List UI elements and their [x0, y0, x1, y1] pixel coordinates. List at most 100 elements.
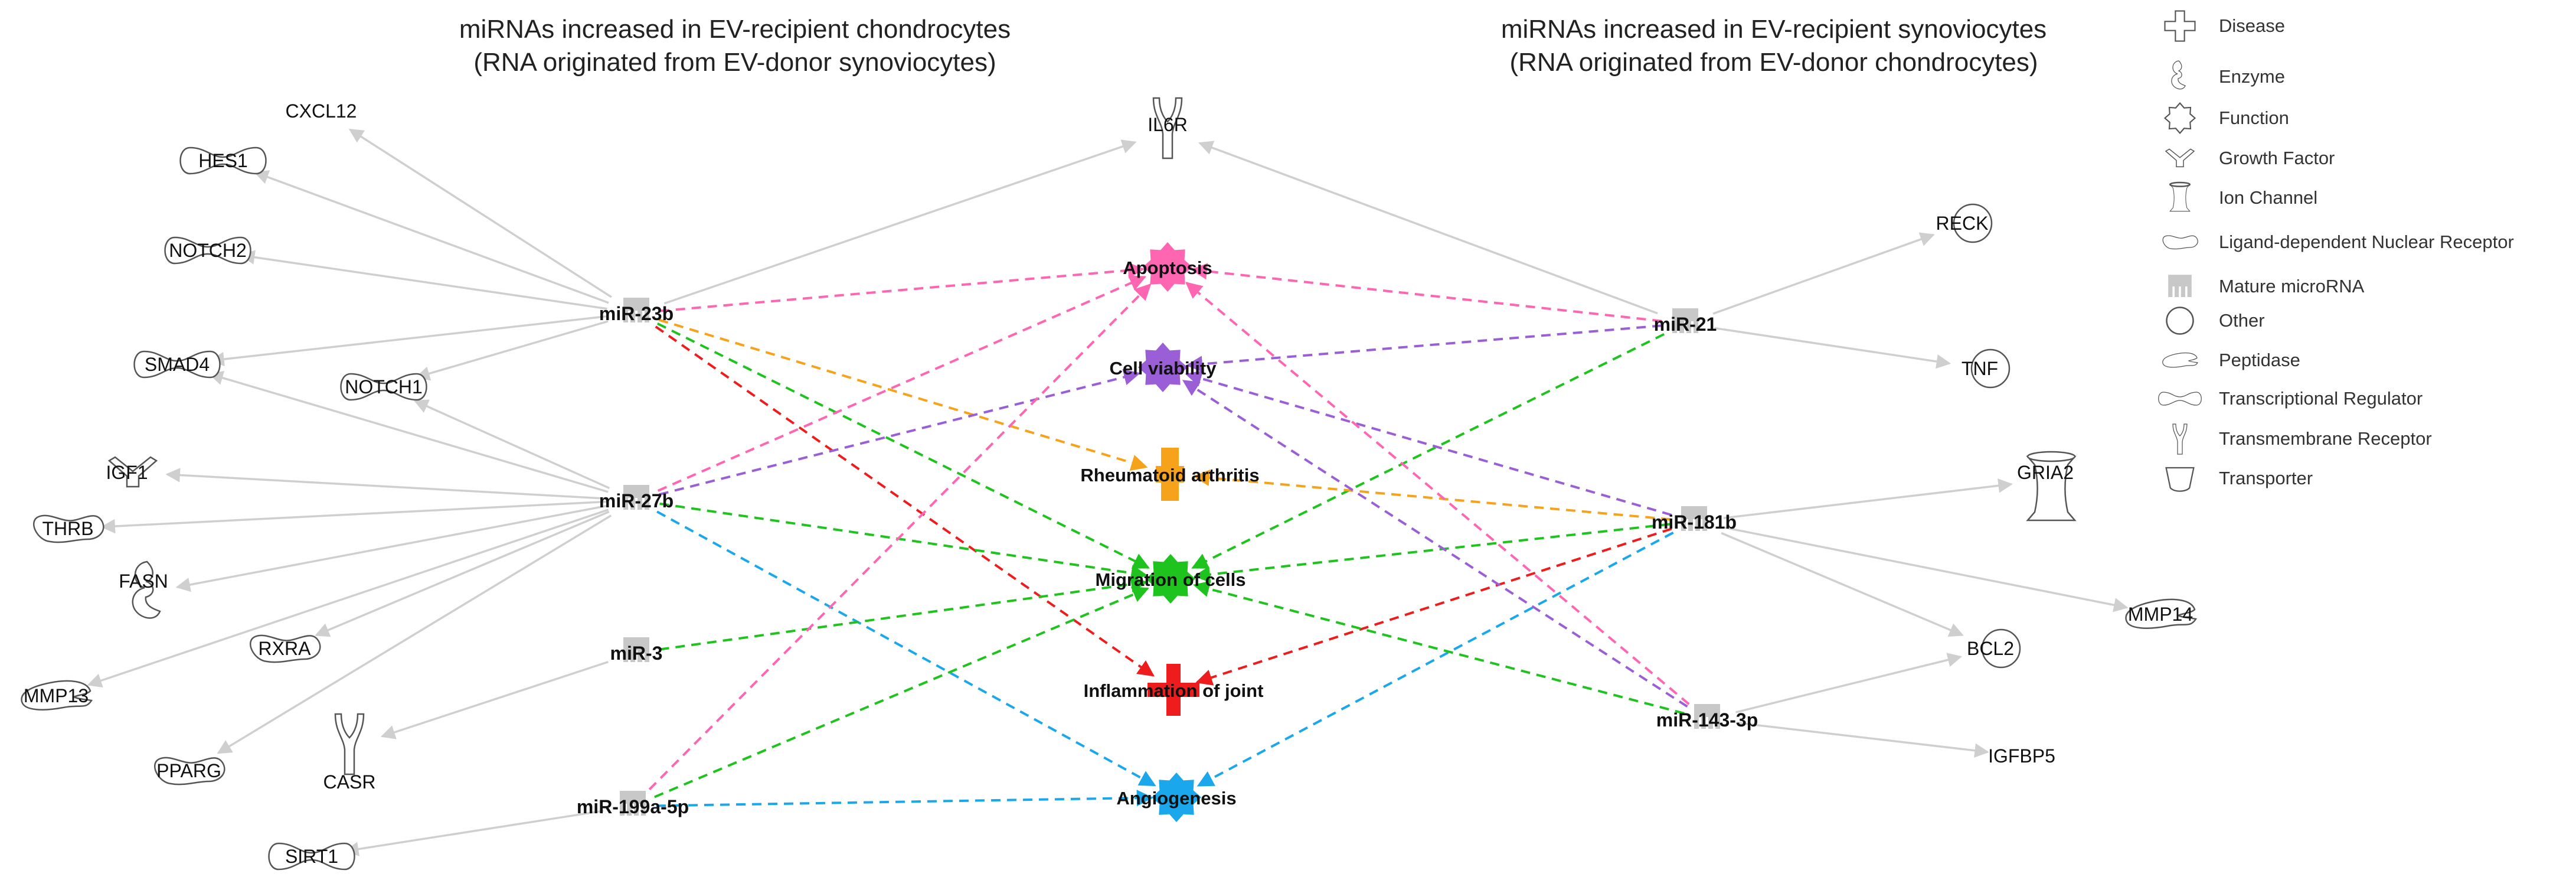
mirna-node-mir-21[interactable]: miR-21	[1654, 308, 1717, 335]
gene-edge-miR-21-RECK	[1712, 232, 1935, 315]
right-header: miRNAs increased in EV-recipient synovio…	[1390, 13, 2157, 79]
gene-node-hes1[interactable]: HES1	[179, 146, 267, 175]
gene-edge-miR-27b-SMAD4	[208, 370, 609, 493]
gene-node-smad4[interactable]: SMAD4	[133, 350, 221, 379]
function-edge-miR-21-cell-viability	[1186, 324, 1662, 373]
gene-node-notch1[interactable]: NOTCH1	[340, 373, 427, 401]
function-edge-miR-23b-inflammation-of-joint	[655, 325, 1155, 677]
transmembrane-receptor-icon	[2172, 423, 2188, 455]
right-header-line2: (RNA originated from EV-donor chondrocyt…	[1509, 48, 2038, 77]
gene-node-igfbp5[interactable]: IGFBP5	[1988, 745, 2055, 767]
gene-node-notch2[interactable]: NOTCH2	[164, 236, 251, 265]
gene-node-il6r[interactable]: IL6R	[1148, 97, 1188, 159]
mirna-node-mir-181b[interactable]: miR-181b	[1652, 506, 1737, 533]
legend-label: Transporter	[2219, 468, 2313, 488]
function-edge-miR-3-migration-of-cells	[659, 576, 1148, 651]
gene-edge-miR-181b-MMP14	[1722, 526, 2129, 612]
gene-label: GRIA2	[2017, 462, 2074, 483]
function-node-angiogenesis[interactable]: Angiogenesis	[1116, 773, 1237, 822]
function-edge-miR-27b-cell-viability	[659, 369, 1140, 496]
legend-label: Other	[2219, 310, 2265, 331]
function-edge-miR-143-3p-cell-viability	[1182, 380, 1688, 708]
legend-label: Ligand-dependent Nuclear Receptor	[2219, 232, 2514, 252]
function-node-rheumatoid-arthritis[interactable]: Rheumatoid arthritis	[1080, 448, 1260, 501]
gene-edge-miR-199a-5p-SIRT1	[344, 809, 604, 856]
gene-label: RXRA	[259, 638, 312, 659]
function-edge-miR-181b-angiogenesis	[1197, 532, 1674, 787]
legend-label: Disease	[2219, 15, 2285, 36]
gene-label: MMP13	[24, 685, 89, 706]
mature-microrna-icon	[2168, 275, 2192, 297]
function-node-apoptosis[interactable]: Apoptosis	[1123, 242, 1212, 292]
function-label: Cell viability	[1110, 358, 1217, 379]
gene-label: SMAD4	[145, 354, 210, 375]
function-label: Rheumatoid arthritis	[1080, 465, 1259, 485]
gene-node-gria2[interactable]: GRIA2	[2017, 451, 2077, 522]
legend-label: Peptidase	[2219, 350, 2300, 370]
gene-label: CXCL12	[286, 100, 357, 122]
legend-label: Transmembrane Receptor	[2219, 428, 2432, 449]
mirna-nodes: miR-23b miR-27b miR-3 miR-199a-5p miR-21 miR-…	[577, 298, 1758, 817]
legend-label: Function	[2219, 107, 2289, 128]
transcriptional-regulator-icon	[2158, 392, 2202, 406]
gene-node-igf1[interactable]: IGF1	[106, 456, 158, 488]
mirna-node-mir-143-3p[interactable]: miR-143-3p	[1656, 704, 1758, 731]
disease-icon	[2164, 10, 2196, 42]
gene-edge-miR-27b-RXRA	[315, 510, 610, 637]
function-edge-miR-143-3p-apoptosis	[1185, 282, 1690, 705]
gene-label: TNF	[1962, 358, 1998, 379]
gene-edges	[87, 128, 2129, 856]
mirna-node-mir-3[interactable]: miR-3	[610, 637, 663, 664]
gene-node-tnf[interactable]: TNF	[1962, 348, 2011, 389]
function-edge-miR-27b-angiogenesis	[656, 510, 1156, 787]
function-edge-miR-199a-5p-migration-of-cells	[654, 586, 1149, 799]
gene-node-fasn[interactable]: FASN	[119, 560, 168, 619]
mirna-label: miR-199a-5p	[577, 796, 689, 817]
gene-label: NOTCH1	[345, 376, 423, 397]
function-node-migration-of-cells[interactable]: Migration of cells	[1096, 554, 1246, 604]
gene-edge-miR-27b-IGF1	[165, 468, 607, 500]
mirna-label: miR-21	[1654, 314, 1717, 335]
function-node-inflammation-of-joint[interactable]: Inflammation of joint	[1084, 664, 1264, 716]
mirna-node-mir-27b[interactable]: miR-27b	[599, 485, 674, 511]
gene-edge-miR-23b-IL6R	[663, 139, 1137, 305]
mirna-node-mir-23b[interactable]: miR-23b	[599, 298, 674, 324]
gene-label: HES1	[198, 150, 248, 171]
gene-node-sirt1[interactable]: SIRT1	[268, 842, 355, 871]
left-header: miRNAs increased in EV-recipient chondro…	[351, 13, 1119, 79]
gene-node-bcl2[interactable]: BCL2	[1967, 628, 2021, 669]
function-edge-miR-181b-migration-of-cells	[1193, 523, 1671, 583]
function-edge-miR-199a-5p-apoptosis	[648, 283, 1152, 791]
function-icon	[2163, 102, 2196, 135]
gene-node-casr[interactable]: CASR	[323, 713, 376, 793]
mirna-label: miR-27b	[599, 490, 674, 511]
legend-label: Mature microRNA	[2219, 276, 2365, 296]
function-edge-miR-143-3p-migration-of-cells	[1192, 581, 1685, 715]
gene-node-pparg[interactable]: PPARG	[154, 757, 225, 786]
legend-label: Transcriptional Regulator	[2219, 388, 2423, 409]
function-label: Angiogenesis	[1116, 788, 1236, 809]
gene-edge-miR-21-IL6R	[1198, 141, 1658, 315]
gene-node-rxra[interactable]: RXRA	[250, 634, 321, 663]
gene-label: IL6R	[1148, 114, 1188, 135]
gene-label: PPARG	[156, 760, 221, 781]
ligand-dependent-nuclear-receptor-icon	[2162, 235, 2198, 250]
gene-node-thrb[interactable]: THRB	[33, 514, 104, 543]
gene-node-mmp14[interactable]: MMP14	[2125, 598, 2198, 629]
function-node-cell-viability[interactable]: Cell viability	[1110, 343, 1217, 392]
gene-node-reck[interactable]: RECK	[1936, 203, 1993, 243]
mirna-node-mir-199a-5p[interactable]: miR-199a-5p	[577, 791, 689, 817]
function-edge-miR-23b-apoptosis	[659, 262, 1145, 312]
gene-edge-miR-27b-FASN	[175, 504, 608, 592]
function-edge-miR-199a-5p-angiogenesis	[656, 790, 1153, 807]
function-edge-miR-21-apoptosis	[1190, 263, 1662, 322]
gene-label: RECK	[1936, 213, 1989, 234]
other-icon	[2166, 307, 2194, 335]
gene-node-mmp13[interactable]: MMP13	[21, 680, 93, 711]
gene-edge-miR-27b-THRB	[100, 500, 607, 534]
gene-node-cxcl12[interactable]: CXCL12	[286, 100, 357, 122]
right-header-line1: miRNAs increased in EV-recipient synovio…	[1501, 15, 2047, 44]
